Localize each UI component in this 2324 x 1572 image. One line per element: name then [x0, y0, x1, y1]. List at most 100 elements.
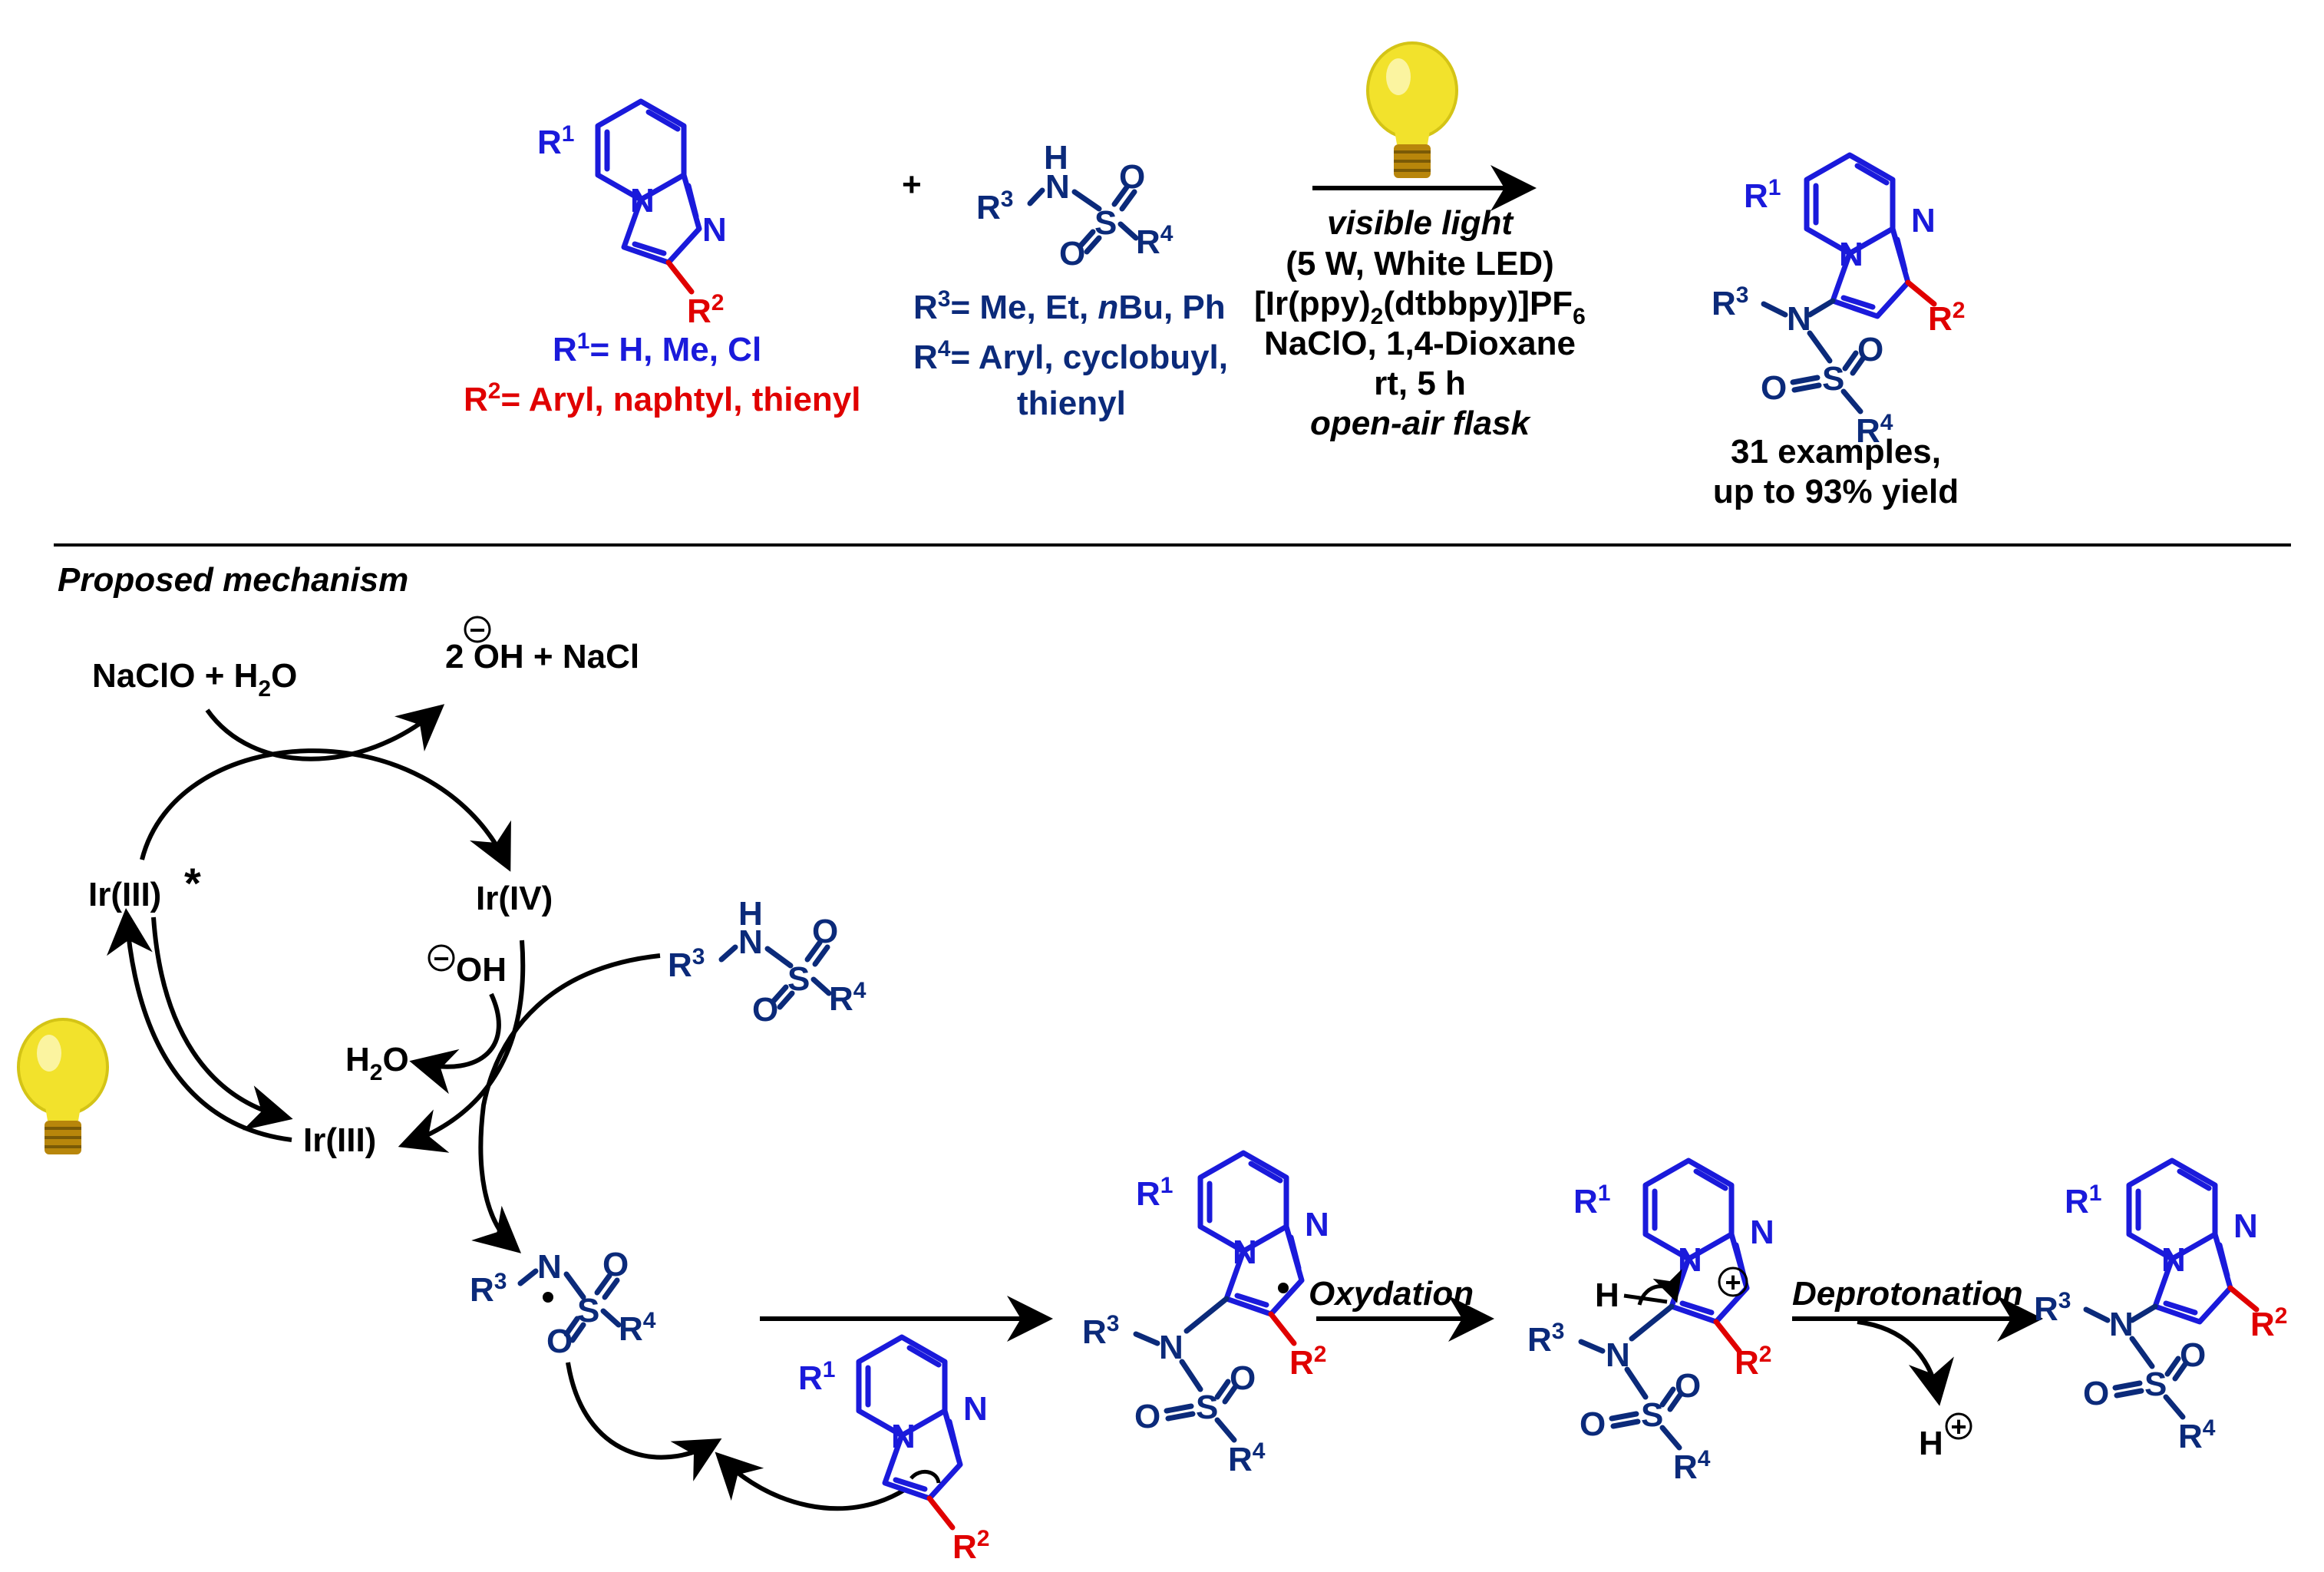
heteroarene-arrow [715, 1451, 907, 1511]
reactant-sulfonamide: H N R3 S O O R4 [976, 139, 1174, 272]
svg-text:R4: R4 [619, 1308, 656, 1348]
sulfonamide-arrow [471, 953, 661, 1253]
svg-text:N: N [1305, 1206, 1329, 1243]
reactant1-r1: R1 [537, 121, 574, 161]
negative-charge-2 [427, 944, 455, 972]
svg-text:R4: R4 [2178, 1415, 2216, 1455]
cycle-arc-return [151, 916, 293, 1131]
hydroxide-arrow [409, 992, 501, 1095]
reactant1-r2: R2 [687, 290, 724, 330]
svg-text:N: N [1678, 1241, 1702, 1279]
svg-text:O: O [1134, 1398, 1160, 1435]
heteroarene-mechanism: N N R1 R2 [798, 1337, 989, 1566]
result-yield: up to 93% yield [1713, 473, 1959, 510]
svg-text:N: N [891, 1418, 916, 1455]
svg-text:O: O [1059, 235, 1085, 272]
hydroxide-nacl: 2 OH + NaCl [445, 638, 639, 675]
svg-text:N: N [2109, 1306, 2134, 1343]
svg-text:R4: R4 [1228, 1438, 1266, 1478]
proton-loss-arrow [1857, 1319, 1954, 1406]
ir3-excited: Ir(III) [88, 876, 161, 913]
svg-text:R4: R4 [829, 978, 867, 1018]
svg-text:R2: R2 [952, 1526, 989, 1566]
svg-text:R1: R1 [1573, 1181, 1610, 1220]
plus-sign: + [902, 166, 922, 203]
negative-charge-1 [464, 616, 491, 643]
svg-text:R1: R1 [1744, 175, 1781, 215]
svg-text:N: N [537, 1248, 562, 1286]
condition-catalyst: [Ir(ppy)2(dtbbpy)]PF6 [1254, 285, 1586, 329]
svg-text:R4: R4 [1673, 1446, 1711, 1486]
svg-text:R1: R1 [1136, 1173, 1173, 1213]
svg-text:R3: R3 [470, 1269, 507, 1309]
svg-text:R1: R1 [798, 1357, 835, 1397]
radical-attack-arrow [566, 1362, 722, 1481]
r1-definition: R1= H, Me, Cl [553, 329, 761, 368]
final-product: N N R1 R2 N R3 S O O R4 [2034, 1161, 2287, 1455]
svg-text:R3: R3 [1527, 1319, 1564, 1359]
r3-definition: R3= Me, Et, nBu, Ph [913, 286, 1226, 326]
svg-text:R3: R3 [1082, 1311, 1119, 1351]
svg-text:N: N [1045, 168, 1070, 206]
svg-text:R4: R4 [1136, 221, 1174, 261]
product-structure: N N R1 R2 N R3 S O O R4 [1712, 155, 1965, 450]
oxidant-arrow [205, 704, 445, 761]
svg-text:N: N [1159, 1329, 1183, 1366]
svg-text:N: N [1911, 202, 1936, 239]
svg-text:H: H [1595, 1276, 1619, 1314]
svg-text:N: N [1233, 1233, 1257, 1271]
svg-text:R2: R2 [1289, 1342, 1326, 1382]
svg-text:O: O [1761, 369, 1787, 407]
n-radical: N R3 S O O R4 [470, 1246, 656, 1360]
cation-intermediate: + N N R1 R2 H N R3 S O O R4 [1527, 1161, 1774, 1486]
proton-label: H [1919, 1425, 1943, 1462]
svg-text:N: N [2161, 1241, 2186, 1279]
proton-charge [1945, 1412, 1972, 1440]
cycle-arc-excitation [106, 908, 292, 1142]
condition-oxidant-solvent: NaClO, 1,4-Dioxane [1264, 325, 1576, 362]
negative-charge-sign-1: − [469, 614, 485, 646]
svg-text:H: H [1044, 139, 1068, 177]
deprotonation-label: Deprotonation [1792, 1275, 2023, 1313]
excited-star: * [184, 859, 201, 907]
svg-text:O: O [1580, 1405, 1606, 1443]
water-label: H2O [345, 1041, 409, 1085]
svg-text:R2: R2 [1735, 1342, 1771, 1382]
ir3-label: Ir(III) [303, 1121, 376, 1159]
condition-led: (5 W, White LED) [1286, 245, 1554, 282]
hydroxide-label: OH [456, 951, 507, 989]
svg-text:R1: R1 [2065, 1181, 2101, 1220]
r4-definition: R4= Aryl, cyclobuyl, [913, 336, 1228, 376]
svg-text:N: N [1787, 300, 1811, 338]
svg-text:R3: R3 [2034, 1288, 2071, 1328]
radical-adduct: N N R1 R2 N R3 S O O R4 [1082, 1153, 1329, 1478]
svg-text:N: N [1839, 236, 1863, 273]
negative-charge-sign-2: − [433, 943, 449, 974]
svg-text:O: O [2083, 1375, 2109, 1412]
cycle-arc-top [140, 748, 511, 872]
light-bulb-icon [1366, 41, 1458, 180]
svg-text:S: S [1822, 360, 1844, 398]
svg-text:+: + [1725, 1267, 1741, 1298]
svg-text:R2: R2 [2250, 1303, 2287, 1343]
reactant-imidazopyridine: N N R1 R2 [537, 101, 727, 330]
sulfonamide-mechanism: H N R3 S O O R4 [668, 895, 867, 1029]
result-examples: 31 examples, [1731, 433, 1941, 471]
r2-definition: R2= Aryl, naphtyl, thienyl [464, 378, 861, 418]
svg-text:S: S [1196, 1389, 1218, 1426]
r4-definition-cont: thienyl [1017, 385, 1126, 422]
svg-text:N: N [963, 1390, 988, 1428]
ir4-label: Ir(IV) [476, 880, 553, 917]
svg-text:R3: R3 [1712, 282, 1748, 322]
naclo-h2o: NaClO + H2O [92, 657, 297, 702]
reactant1-n-bridge: N [630, 182, 655, 220]
svg-text:N: N [1750, 1214, 1774, 1251]
svg-text:R3: R3 [976, 187, 1013, 226]
svg-text:R3: R3 [668, 944, 705, 984]
proton-charge-sign: + [1950, 1411, 1966, 1442]
svg-text:S: S [577, 1292, 599, 1329]
condition-visible-light: visible light [1327, 204, 1514, 242]
reactant1-n-imine: N [702, 211, 727, 249]
cycle-arc-right [398, 940, 526, 1153]
